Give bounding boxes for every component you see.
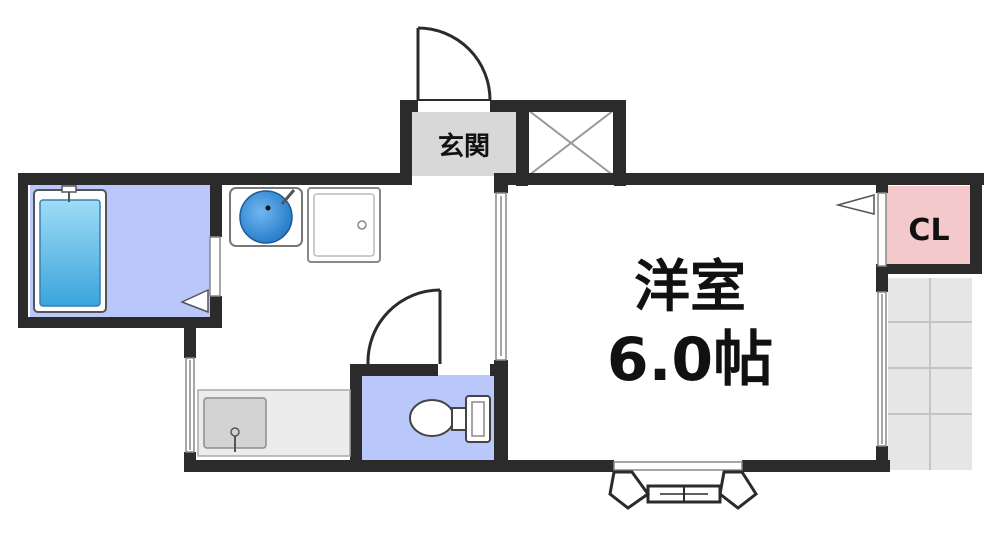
room-sliding-door <box>495 192 507 361</box>
washing-machine-space <box>307 187 381 263</box>
kitchen-counter <box>197 389 351 457</box>
bathtub <box>33 185 107 313</box>
bath-door <box>180 236 221 314</box>
toilet <box>409 395 491 443</box>
toilet-door <box>366 288 442 365</box>
kitchen-side-window <box>185 357 195 453</box>
entrance-door <box>416 26 492 101</box>
wash-basin <box>229 187 303 247</box>
western-room-floor <box>508 185 878 460</box>
room-name-label: 洋室 <box>634 255 746 320</box>
balcony-tiles <box>888 278 972 470</box>
room-size-label: 6.0帖 <box>607 325 773 395</box>
closet-label: CL <box>908 213 949 248</box>
bottom-window <box>608 461 758 510</box>
genkan-area <box>412 112 516 176</box>
closet-area <box>886 186 970 266</box>
genkan-label: 玄関 <box>438 131 490 162</box>
balcony-window <box>877 291 887 447</box>
walls <box>18 100 984 472</box>
closet-door <box>835 192 887 267</box>
storage-x-box <box>527 109 615 177</box>
